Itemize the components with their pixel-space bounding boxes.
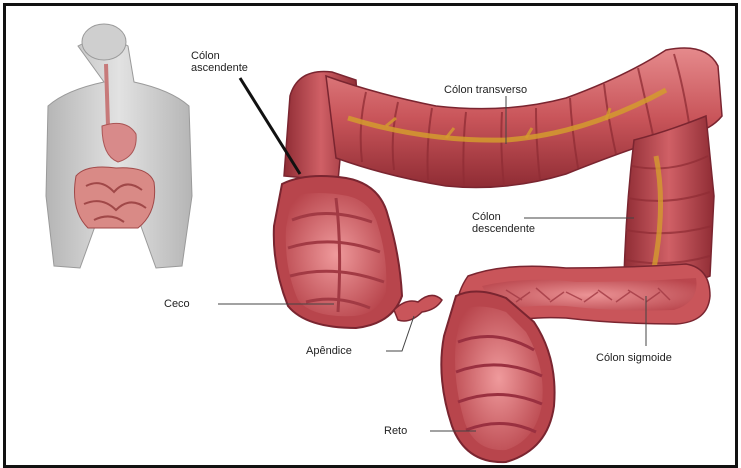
label-sigmoid-colon: Cólon sigmoide (596, 352, 672, 364)
label-descending-colon: Cólon descendente (472, 211, 535, 235)
label-ascending-line2: ascendente (191, 62, 248, 74)
diagram-frame: Cólon ascendente Cólon transverso Cólon … (3, 3, 738, 468)
torso-inset (46, 24, 192, 268)
label-rectum: Reto (384, 425, 407, 437)
label-descending-line1: Cólon (472, 211, 535, 223)
label-descending-line2: descendente (472, 223, 535, 235)
label-ascending-colon: Cólon ascendente (191, 50, 248, 74)
label-transverse-colon: Cólon transverso (444, 84, 527, 96)
label-appendix: Apêndice (306, 345, 352, 357)
label-cecum: Ceco (164, 298, 190, 310)
label-ascending-line1: Cólon (191, 50, 248, 62)
colon-illustration (6, 6, 735, 465)
